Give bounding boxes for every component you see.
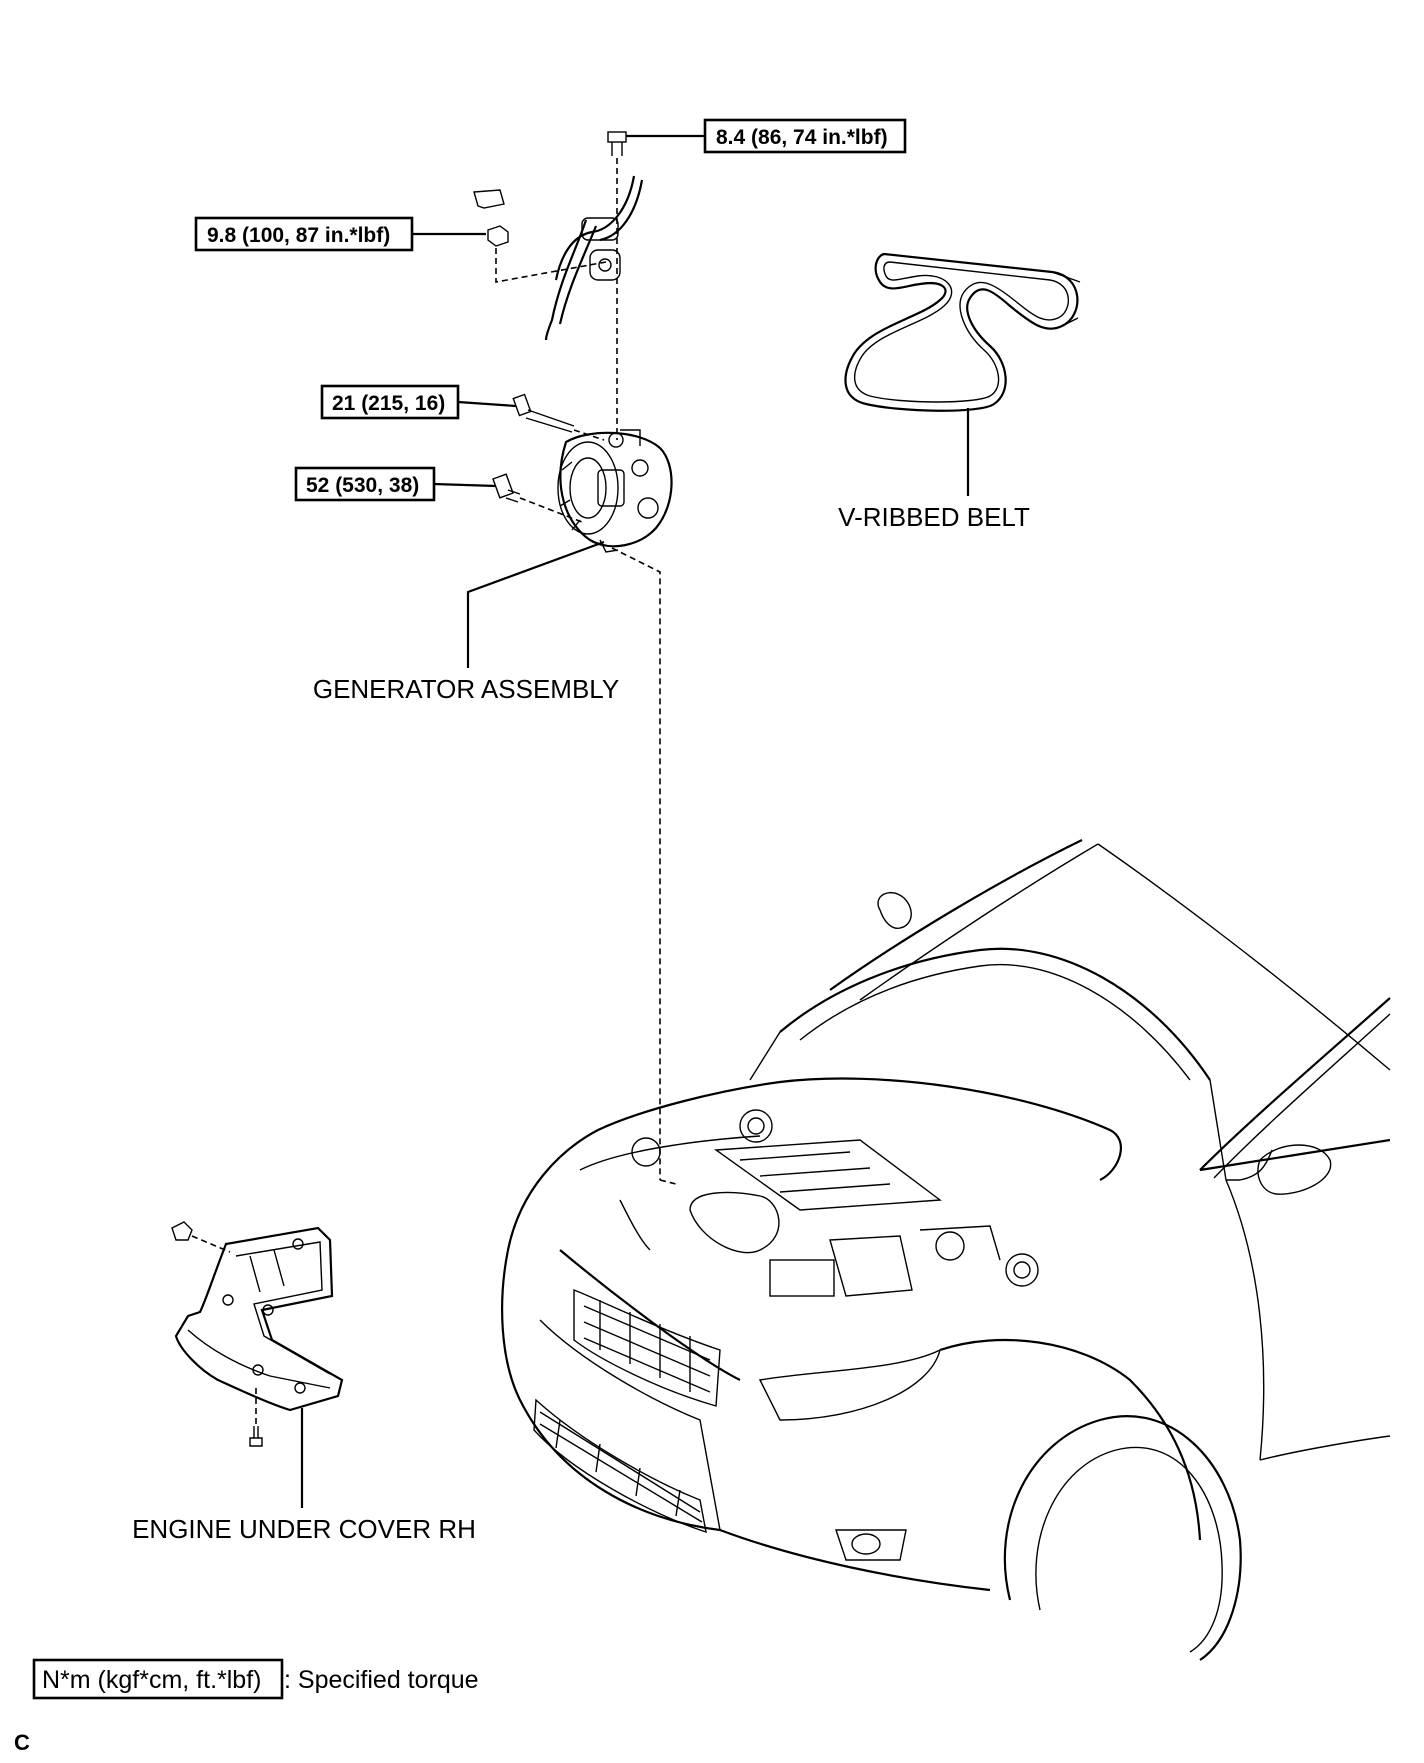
- under-cover-clip-icon: [171, 1221, 193, 1241]
- lower-bolt-group: 52 (530, 38): [294, 466, 583, 523]
- vehicle-outline-icon: [501, 839, 1391, 1661]
- torque-value-top-bolt: 8.4 (86, 74 in.*lbf): [716, 126, 888, 149]
- engine-under-cover-icon: [174, 1226, 344, 1412]
- terminal-nut-icon: [487, 225, 509, 247]
- torque-value-lower-bolt: 52 (530, 38): [306, 474, 419, 497]
- terminal-nut-group: 9.8 (100, 87 in.*lbf): [194, 189, 607, 283]
- top-bolt-icon: [607, 131, 627, 156]
- torque-value-terminal-nut: 9.8 (100, 87 in.*lbf): [207, 224, 390, 247]
- upper-bolt-icon: [512, 393, 575, 433]
- upper-bolt-group: 21 (215, 16): [320, 384, 605, 441]
- torque-legend: N*m (kgf*cm, ft.*lbf) : Specified torque: [32, 1658, 479, 1700]
- legend-description: : Specified torque: [284, 1666, 479, 1694]
- legend-torque-unit: N*m (kgf*cm, ft.*lbf): [42, 1666, 261, 1694]
- figure-code: C: [14, 1730, 30, 1755]
- legend-torque-box: [32, 1658, 284, 1700]
- label-generator-assembly: GENERATOR ASSEMBLY: [313, 674, 619, 704]
- generator-assembly-icon: [557, 429, 673, 553]
- generator-leader: [466, 540, 677, 1185]
- terminal-cap-icon: [473, 189, 505, 209]
- v-ribbed-belt-icon: [844, 252, 1081, 412]
- torque-box-terminal-nut: [194, 216, 414, 252]
- torque-box-upper-bolt: [320, 384, 460, 420]
- lower-bolt-icon: [492, 473, 521, 503]
- torque-value-upper-bolt: 21 (215, 16): [332, 392, 445, 415]
- torque-box-lower-bolt: [294, 466, 436, 502]
- label-engine-under-cover: ENGINE UNDER COVER RH: [132, 1514, 476, 1544]
- wire-harness-icon: [544, 175, 644, 341]
- top-bolt-group: 8.4 (86, 74 in.*lbf): [607, 118, 907, 440]
- under-cover-screw-icon: [249, 1426, 263, 1447]
- label-v-ribbed-belt: V-RIBBED BELT: [838, 502, 1030, 532]
- torque-box-top-bolt: [703, 118, 907, 154]
